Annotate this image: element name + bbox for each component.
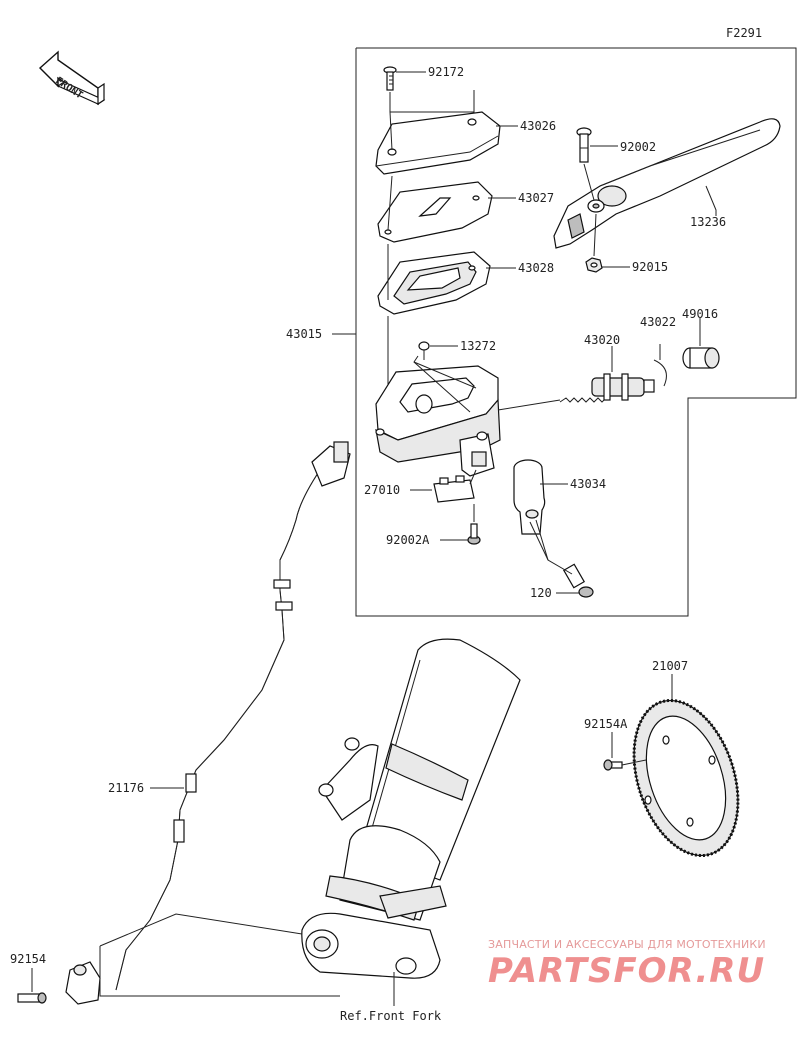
bolt-92154a-icon [603, 759, 623, 771]
screw-92172-icon [383, 66, 397, 91]
part-label-92015: 92015 [632, 260, 668, 274]
diaphragm-43028-icon [377, 251, 491, 315]
part-label-43034: 43034 [570, 477, 606, 491]
master-cylinder-body-icon [375, 365, 501, 477]
part-label-21007: 21007 [652, 659, 688, 673]
part-label-92002a: 92002A [386, 533, 430, 547]
abs-rotor-21007-icon [632, 698, 740, 858]
clamp-43034-icon [513, 459, 546, 535]
part-label-43015: 43015 [286, 327, 322, 341]
assembly-boundary [355, 47, 797, 617]
part-label-92154a: 92154A [584, 717, 628, 731]
part-label-92172: 92172 [428, 65, 464, 79]
fitting-13272-icon [418, 341, 430, 360]
abs-sensor-cable-icon [65, 441, 351, 1005]
part-label-21176: 21176 [108, 781, 144, 795]
nut-92015-icon [585, 257, 603, 273]
part-label-27010: 27010 [364, 483, 400, 497]
piston-assembly-43020-icon [559, 373, 655, 403]
front-fork-icon [301, 638, 521, 979]
circlip-43022-icon [653, 359, 667, 387]
bolt-120-icon [562, 563, 594, 598]
part-label-120: 120 [530, 586, 552, 600]
brake-lever-13236-icon [553, 118, 781, 249]
part-label-92154: 92154 [10, 952, 46, 966]
figure-code: F2291 [726, 26, 762, 40]
part-label-13272: 13272 [460, 339, 496, 353]
watermark-logo: PARTSFOR.RU [488, 951, 766, 991]
part-label-43027: 43027 [518, 191, 554, 205]
part-label-43020: 43020 [584, 333, 620, 347]
part-label-92002: 92002 [620, 140, 656, 154]
diaphragm-plate-43027-icon [377, 181, 493, 243]
watermark-tagline: ЗАПЧАСТИ И АКСЕССУАРЫ ДЛЯ МОТОТЕХНИКИ [488, 938, 766, 951]
part-label-49016: 49016 [682, 307, 718, 321]
part-label-43026: 43026 [520, 119, 556, 133]
pivot-bolt-92002-icon [576, 127, 592, 163]
part-label-43022: 43022 [640, 315, 676, 329]
part-label-13236: 13236 [690, 215, 726, 229]
reservoir-cap-43026-icon [375, 111, 501, 175]
part-label-43028: 43028 [518, 261, 554, 275]
boot-49016-icon [682, 347, 720, 369]
screw-92002a-icon [467, 523, 481, 545]
bolt-92154-icon [17, 992, 47, 1004]
ref-front-fork-label: Ref.Front Fork [340, 1009, 442, 1023]
front-arrow-icon: FRONT [38, 50, 106, 106]
brake-switch-27010-icon [433, 469, 477, 503]
